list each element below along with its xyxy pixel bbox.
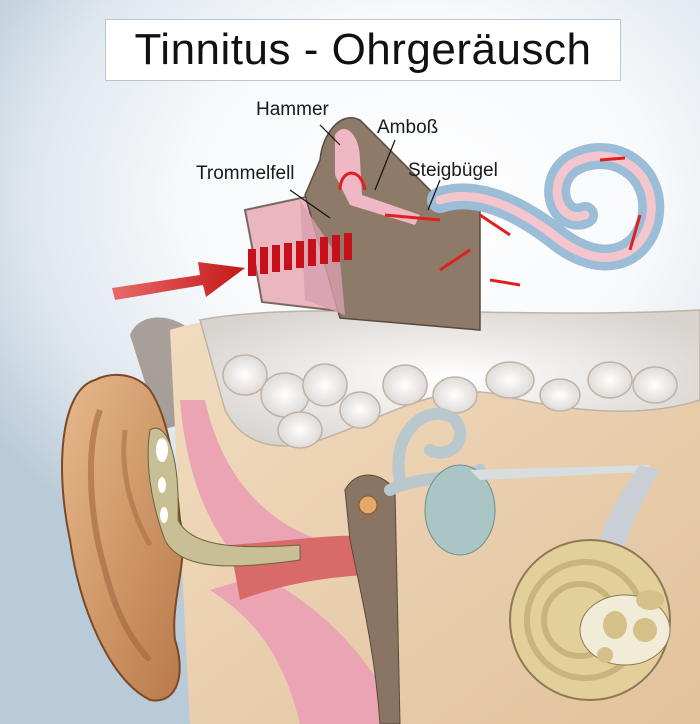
ear-canal-schematic <box>243 117 481 331</box>
middle-ear-cavity <box>344 474 401 724</box>
cartilage <box>147 427 301 567</box>
ossicle-flow-arrows <box>338 171 471 272</box>
cochlea-shell <box>509 539 671 701</box>
cochlea-schematic <box>427 143 665 287</box>
brain-tissue <box>199 309 700 449</box>
label-leaders <box>289 124 441 219</box>
label-amboss: Amboß <box>377 117 439 138</box>
diagram-title: Tinnitus - Ohrgeräusch <box>134 25 592 74</box>
auditory-nerve <box>470 465 650 480</box>
title-box: Tinnitus - Ohrgeräusch <box>105 19 621 81</box>
label-hammer: Hammer <box>256 99 329 120</box>
vestibule <box>424 464 496 556</box>
label-trommelfell: Trommelfell <box>196 163 295 184</box>
label-steigbuegel: Steigbügel <box>408 160 498 181</box>
sound-arrow <box>112 262 245 300</box>
sound-waves <box>248 233 352 276</box>
